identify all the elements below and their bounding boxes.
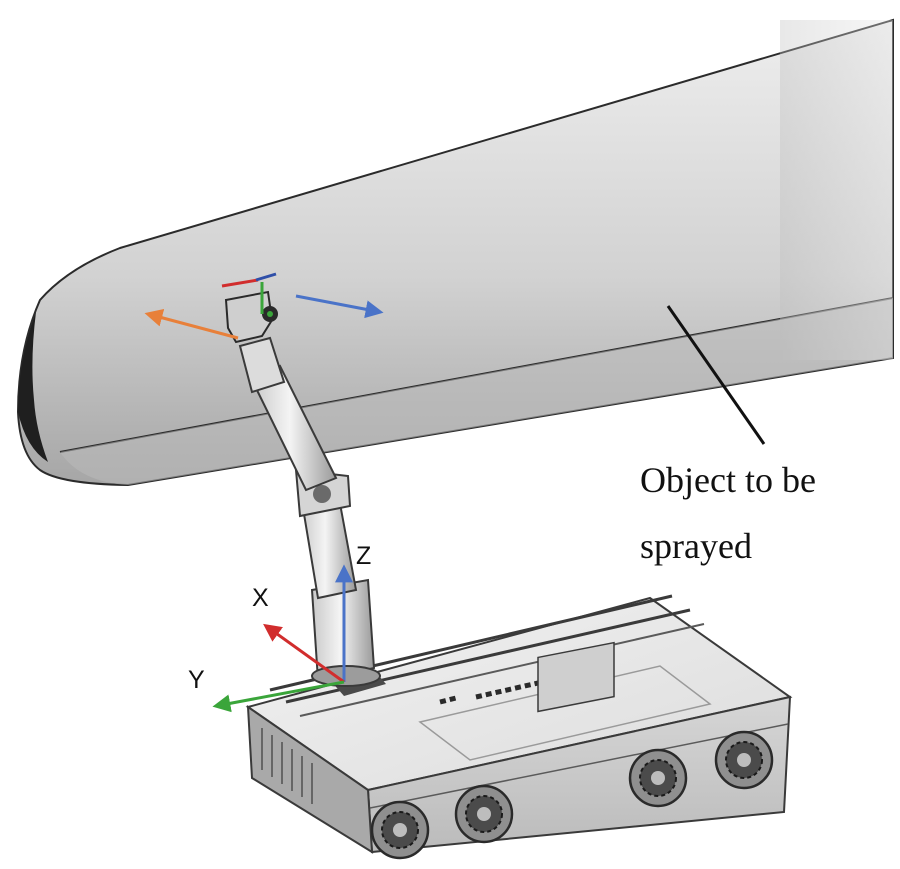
annotation-line-2: sprayed bbox=[640, 526, 752, 566]
wheel-3 bbox=[628, 748, 688, 808]
elbow-cap bbox=[313, 485, 331, 503]
object-nose-shadow bbox=[18, 312, 48, 462]
base-axis-x bbox=[263, 623, 345, 684]
base-left-face bbox=[246, 705, 374, 854]
arm-wrist-joint bbox=[238, 336, 286, 394]
front-panel-box bbox=[537, 641, 615, 713]
tool-axis-blue bbox=[295, 294, 384, 319]
linear-rail-3 bbox=[299, 623, 705, 717]
nozzle-indicator bbox=[267, 311, 273, 317]
object-right-fade bbox=[780, 20, 893, 360]
tool-axis-darkblue bbox=[255, 272, 277, 282]
wheel-2 bbox=[454, 784, 514, 844]
left-vent bbox=[261, 728, 313, 804]
wheel-1 bbox=[370, 800, 430, 860]
tool-frame bbox=[144, 272, 384, 340]
front-skirt-line bbox=[369, 723, 789, 809]
tool-axis-orange bbox=[144, 309, 239, 340]
axis-label-y: Y bbox=[188, 666, 205, 694]
arm-base-flange bbox=[311, 665, 381, 687]
annotation-leader-line bbox=[666, 305, 766, 445]
axis-label-x: X bbox=[252, 584, 269, 612]
base-frame bbox=[212, 564, 353, 713]
base-axis-y bbox=[212, 680, 345, 713]
wheel-4 bbox=[714, 730, 774, 790]
axis-label-z: Z bbox=[356, 542, 372, 570]
tool-axis-red bbox=[221, 278, 259, 288]
object-lower-facet bbox=[60, 298, 893, 485]
annotation-line-1: Object to be bbox=[640, 460, 816, 500]
object-to-be-sprayed bbox=[16, 18, 894, 487]
